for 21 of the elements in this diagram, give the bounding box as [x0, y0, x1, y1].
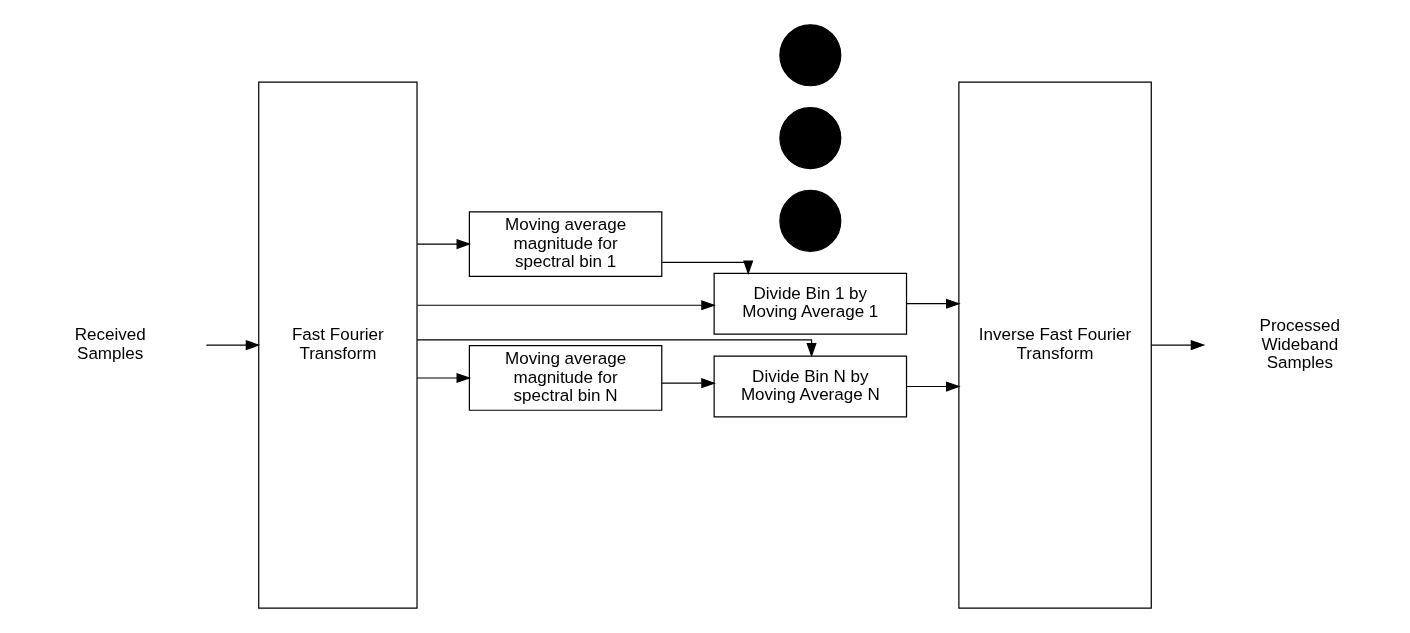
node-box: Divide Bin N by Moving Average N — [713, 355, 908, 418]
node-circle — [779, 107, 842, 170]
arrow — [661, 378, 716, 389]
arrow — [416, 300, 716, 311]
arrow — [906, 381, 961, 392]
arrow — [416, 339, 817, 358]
arrow — [416, 238, 472, 250]
arrow — [906, 298, 961, 309]
node-box: Moving average magnitude for spectral bin 1 — [468, 211, 663, 277]
node-circle — [779, 189, 842, 252]
node-box: Fast Fourier Transform — [258, 81, 418, 609]
node-circle — [779, 24, 842, 87]
arrow — [661, 260, 754, 276]
node-box: Inverse Fast Fourier Transform — [958, 81, 1152, 609]
node-text: Received Samples — [74, 325, 146, 363]
arrow — [1150, 340, 1206, 351]
node-text: Processed Wideband Samples — [1259, 316, 1341, 372]
arrow — [416, 372, 472, 384]
arrow — [205, 340, 261, 351]
node-box: Divide Bin 1 by Moving Average 1 — [713, 272, 908, 335]
node-box: Moving average magnitude for spectral bin N — [468, 345, 663, 411]
